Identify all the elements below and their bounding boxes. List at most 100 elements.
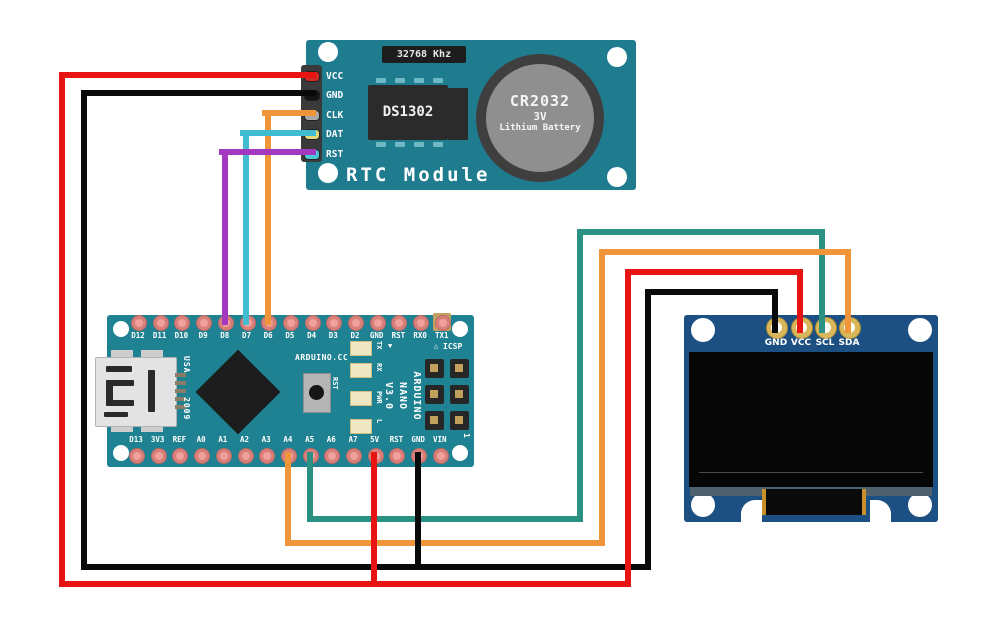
wire-sda-a4	[285, 452, 291, 546]
icsp-pin	[425, 359, 444, 378]
board-name-line: NANO	[397, 381, 408, 411]
nano-pin-label-D2: D2	[350, 331, 360, 340]
usb-pin	[175, 405, 186, 409]
usa-label: USA	[182, 356, 191, 374]
rtc-mount-hole	[318, 163, 338, 183]
nano-pin-label-VIN: VIN	[433, 435, 447, 444]
rtc-module-board: 32768 Khz DS1302 CR2032 3V Lithium Batte…	[301, 40, 636, 190]
rtc-pin-label-GND: GND	[326, 90, 344, 101]
wire-scl-a5	[577, 229, 583, 522]
nano-mount-hole	[113, 445, 129, 461]
wire-sda-a4	[285, 540, 605, 546]
led-PWR	[350, 391, 372, 406]
wire-scl-a5	[307, 452, 313, 522]
battery-labels: CR2032 3V Lithium Battery	[468, 92, 612, 133]
nano-pin-D2	[348, 315, 364, 331]
chip-pad	[414, 142, 424, 147]
rtc-module-title: RTC Module	[346, 164, 491, 186]
reset-button	[303, 373, 331, 413]
nano-pin-RX0	[413, 315, 430, 331]
nano-pin-A1	[215, 448, 232, 464]
wire-power-5v	[59, 72, 316, 78]
nano-pin-A0	[194, 448, 211, 464]
nano-pin-label-RX0: RX0	[413, 331, 427, 340]
nano-pin-label-D4: D4	[307, 331, 317, 340]
reset-label: RST	[331, 377, 339, 390]
usb-shield-tab	[111, 423, 133, 432]
nano-pin-A3	[259, 448, 276, 464]
nano-pin-label-5V: 5V	[370, 435, 380, 444]
oled-pin-label-SCL: SCL	[815, 338, 835, 348]
nano-pin-label-A1: A1	[218, 435, 228, 444]
nano-pin-label-D12: D12	[131, 331, 145, 340]
nano-pin-label-D3: D3	[328, 331, 338, 340]
rtc-pin-label-RST: RST	[326, 148, 344, 160]
nano-pin-D12	[131, 315, 147, 331]
usb-pin	[175, 373, 186, 377]
battery-type-label: Lithium Battery	[499, 123, 581, 133]
mini-usb-connector	[95, 357, 177, 427]
usb-plug-icon	[148, 370, 155, 412]
nano-pin-label-RST: RST	[389, 435, 404, 444]
chip-pad	[376, 78, 386, 83]
nano-pin-label-D9: D9	[198, 331, 208, 340]
rtc-pin-label-CLK: CLK	[326, 109, 344, 121]
wire-power-5v	[625, 269, 803, 275]
wire-rst-d8	[219, 149, 316, 155]
chip-pad	[433, 78, 443, 83]
usb-plug-icon	[106, 400, 134, 406]
coin-cell-battery	[486, 64, 594, 172]
nano-pin-label-A3: A3	[261, 435, 271, 444]
nano-pin-D11	[152, 315, 169, 331]
nano-pin-REF	[172, 448, 189, 464]
wire-scl-a5	[577, 229, 825, 235]
nano-pin-D5	[282, 315, 299, 331]
wire-ground	[81, 90, 316, 96]
nano-pin-label-D11: D11	[152, 331, 167, 340]
usb-plug-icon	[106, 380, 113, 406]
nano-pin-A2	[237, 448, 254, 464]
wire-sda-a4	[599, 249, 851, 255]
icsp-pin	[450, 359, 469, 378]
wire-rst-d8	[222, 149, 228, 325]
wire-clk-d6	[262, 110, 316, 116]
wire-power-5v	[625, 269, 631, 587]
icsp-pin	[450, 385, 469, 404]
ds1302-chip: DS1302	[368, 85, 448, 140]
nano-pin-D13	[129, 448, 145, 464]
chip-pad	[395, 78, 405, 83]
wire-dat-d7	[243, 130, 249, 325]
oled-mount-hole	[908, 318, 932, 342]
crystal-frequency-label: 32768 Khz	[382, 46, 466, 63]
rtc-mount-hole	[607, 47, 627, 67]
wire-scl-a5	[819, 229, 825, 333]
nano-pin-label-GND: GND	[369, 331, 384, 340]
nano-pin-A7	[346, 448, 362, 464]
mcu-chip	[195, 349, 281, 435]
wire-power-5v	[371, 452, 377, 587]
wire-power-5v	[59, 72, 65, 587]
board-name-line: ARDUINO	[411, 371, 422, 421]
rtc-pin-label-DAT: DAT	[326, 129, 344, 140]
led-L	[350, 419, 372, 434]
oled-mount-hole	[691, 493, 715, 517]
nano-pin-D4	[304, 315, 321, 331]
oled-pin-label-GND: GND	[764, 338, 788, 348]
nano-pin-A6	[324, 448, 341, 464]
arduino-cc-label: ARDUINO.CC	[295, 353, 349, 362]
icsp-pin1-label: 1	[462, 433, 471, 438]
wire-scl-a5	[307, 516, 583, 522]
led-RX	[350, 363, 372, 378]
rtc-mount-hole	[318, 42, 338, 62]
oled-mount-hole	[908, 493, 932, 517]
nano-pin-VIN	[432, 448, 449, 464]
wire-ground	[772, 289, 778, 333]
nano-pin-label-A2: A2	[239, 435, 250, 444]
wire-ground	[81, 564, 651, 570]
wire-dat-d7	[240, 130, 316, 136]
nano-pin-D10	[174, 315, 191, 331]
nano-mount-hole	[452, 445, 468, 461]
rtc-mount-hole	[607, 167, 627, 187]
